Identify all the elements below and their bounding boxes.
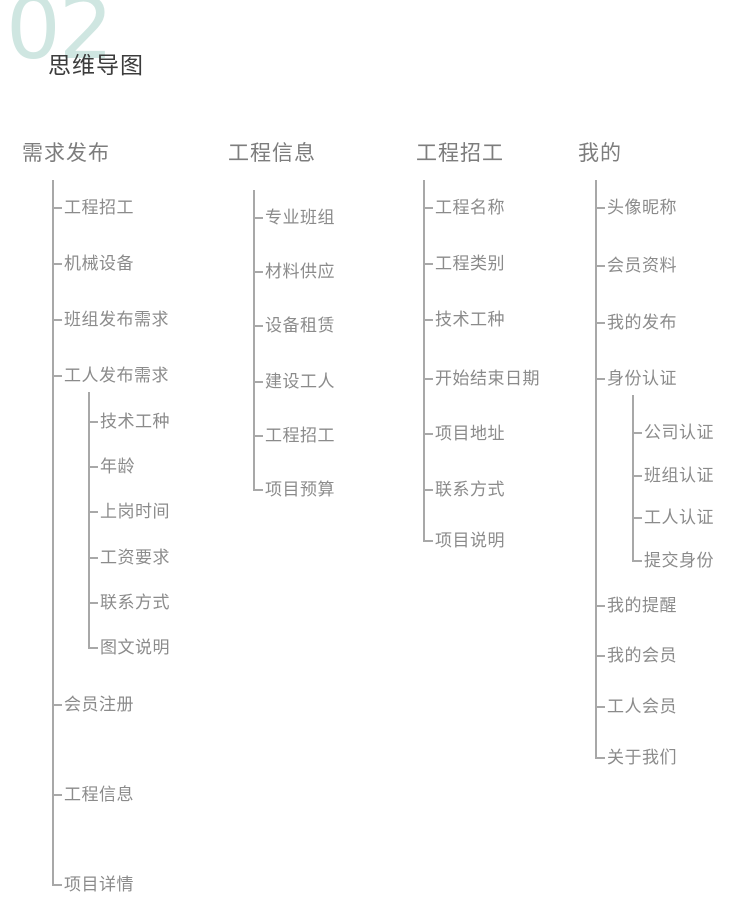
mindmap-node[interactable]: 我的发布 xyxy=(607,313,677,332)
node-connector-tick xyxy=(52,884,62,886)
mindmap-node[interactable]: 我的提醒 xyxy=(607,596,677,615)
node-connector-tick xyxy=(595,322,605,324)
branch-title: 工程信息 xyxy=(228,142,316,165)
mindmap-sub-node[interactable]: 图文说明 xyxy=(100,638,170,657)
node-connector-tick xyxy=(253,489,263,491)
mindmap-node[interactable]: 工程类别 xyxy=(435,254,505,273)
mindmap-node[interactable]: 联系方式 xyxy=(435,480,505,499)
mindmap-node[interactable]: 班组发布需求 xyxy=(64,310,169,329)
node-connector-tick xyxy=(595,706,605,708)
branch-spine xyxy=(423,180,425,540)
node-connector-tick xyxy=(423,319,433,321)
branch-spine xyxy=(595,180,597,757)
mindmap-node[interactable]: 会员资料 xyxy=(607,256,677,275)
mindmap-sub-node[interactable]: 公司认证 xyxy=(644,423,714,442)
mindmap-sub-node[interactable]: 工人认证 xyxy=(644,508,714,527)
node-connector-tick xyxy=(253,435,263,437)
mindmap-node[interactable]: 专业班组 xyxy=(265,208,335,227)
page-header: 02 思维导图 xyxy=(0,0,750,110)
mindmap-node[interactable]: 工程名称 xyxy=(435,198,505,217)
mindmap-sub-node[interactable]: 工资要求 xyxy=(100,548,170,567)
sub-node-connector-tick xyxy=(88,647,98,649)
mindmap-sub-node[interactable]: 提交身份 xyxy=(644,551,714,570)
node-connector-tick xyxy=(595,757,605,759)
mindmap-sub-node[interactable]: 班组认证 xyxy=(644,466,714,485)
sub-node-connector-tick xyxy=(632,432,642,434)
mindmap-node[interactable]: 我的会员 xyxy=(607,646,677,665)
branch-title: 需求发布 xyxy=(22,142,110,165)
mindmap-node[interactable]: 技术工种 xyxy=(435,310,505,329)
sub-node-connector-tick xyxy=(88,557,98,559)
node-connector-tick xyxy=(423,433,433,435)
node-connector-tick xyxy=(423,540,433,542)
node-connector-tick xyxy=(423,378,433,380)
node-connector-tick xyxy=(253,381,263,383)
branch-spine xyxy=(253,190,255,489)
mindmap-node[interactable]: 材料供应 xyxy=(265,262,335,281)
node-connector-tick xyxy=(423,263,433,265)
mindmap-node[interactable]: 设备租赁 xyxy=(265,316,335,335)
sub-node-connector-tick xyxy=(88,511,98,513)
sub-node-connector-tick xyxy=(88,602,98,604)
mindmap-node[interactable]: 关于我们 xyxy=(607,748,677,767)
node-connector-tick xyxy=(423,489,433,491)
mindmap-node[interactable]: 头像昵称 xyxy=(607,198,677,217)
mindmap-node[interactable]: 建设工人 xyxy=(265,372,335,391)
node-connector-tick xyxy=(52,319,62,321)
node-connector-tick xyxy=(253,325,263,327)
node-connector-tick xyxy=(52,794,62,796)
mindmap-node[interactable]: 项目地址 xyxy=(435,424,505,443)
mindmap-node[interactable]: 工程招工 xyxy=(64,198,134,217)
node-connector-tick xyxy=(595,207,605,209)
mindmap-node[interactable]: 项目说明 xyxy=(435,531,505,550)
sub-node-connector-tick xyxy=(88,466,98,468)
page-title: 思维导图 xyxy=(48,52,144,78)
sub-node-connector-tick xyxy=(632,560,642,562)
mindmap-node[interactable]: 身份认证 xyxy=(607,369,677,388)
mindmap-node[interactable]: 会员注册 xyxy=(64,695,134,714)
mindmap-node[interactable]: 工程招工 xyxy=(265,426,335,445)
mindmap-sub-node[interactable]: 年龄 xyxy=(100,457,135,476)
sub-node-connector-tick xyxy=(632,475,642,477)
node-connector-tick xyxy=(52,375,62,377)
node-connector-tick xyxy=(52,263,62,265)
mindmap-node[interactable]: 开始结束日期 xyxy=(435,369,540,388)
sub-node-connector-tick xyxy=(88,421,98,423)
node-connector-tick xyxy=(423,207,433,209)
branch-title: 工程招工 xyxy=(416,142,504,165)
mindmap-sub-node[interactable]: 技术工种 xyxy=(100,412,170,431)
mindmap-node[interactable]: 工人会员 xyxy=(607,697,677,716)
branch-spine xyxy=(52,180,54,886)
node-connector-tick xyxy=(595,605,605,607)
node-connector-tick xyxy=(52,207,62,209)
mindmap-node[interactable]: 项目详情 xyxy=(64,875,134,894)
branch-title: 我的 xyxy=(578,142,622,165)
section-number: 02 xyxy=(6,0,113,79)
mindmap-node[interactable]: 工人发布需求 xyxy=(64,366,169,385)
mindmap-node[interactable]: 工程信息 xyxy=(64,785,134,804)
sub-node-connector-tick xyxy=(632,517,642,519)
mindmap-node[interactable]: 项目预算 xyxy=(265,480,335,499)
mindmap-node[interactable]: 机械设备 xyxy=(64,254,134,273)
node-connector-tick xyxy=(52,704,62,706)
mindmap-sub-node[interactable]: 上岗时间 xyxy=(100,502,170,521)
node-connector-tick xyxy=(595,378,605,380)
mindmap-sub-node[interactable]: 联系方式 xyxy=(100,593,170,612)
node-connector-tick xyxy=(595,655,605,657)
node-connector-tick xyxy=(595,265,605,267)
sub-branch-spine xyxy=(88,392,90,647)
node-connector-tick xyxy=(253,271,263,273)
node-connector-tick xyxy=(253,217,263,219)
sub-branch-spine xyxy=(632,395,634,560)
